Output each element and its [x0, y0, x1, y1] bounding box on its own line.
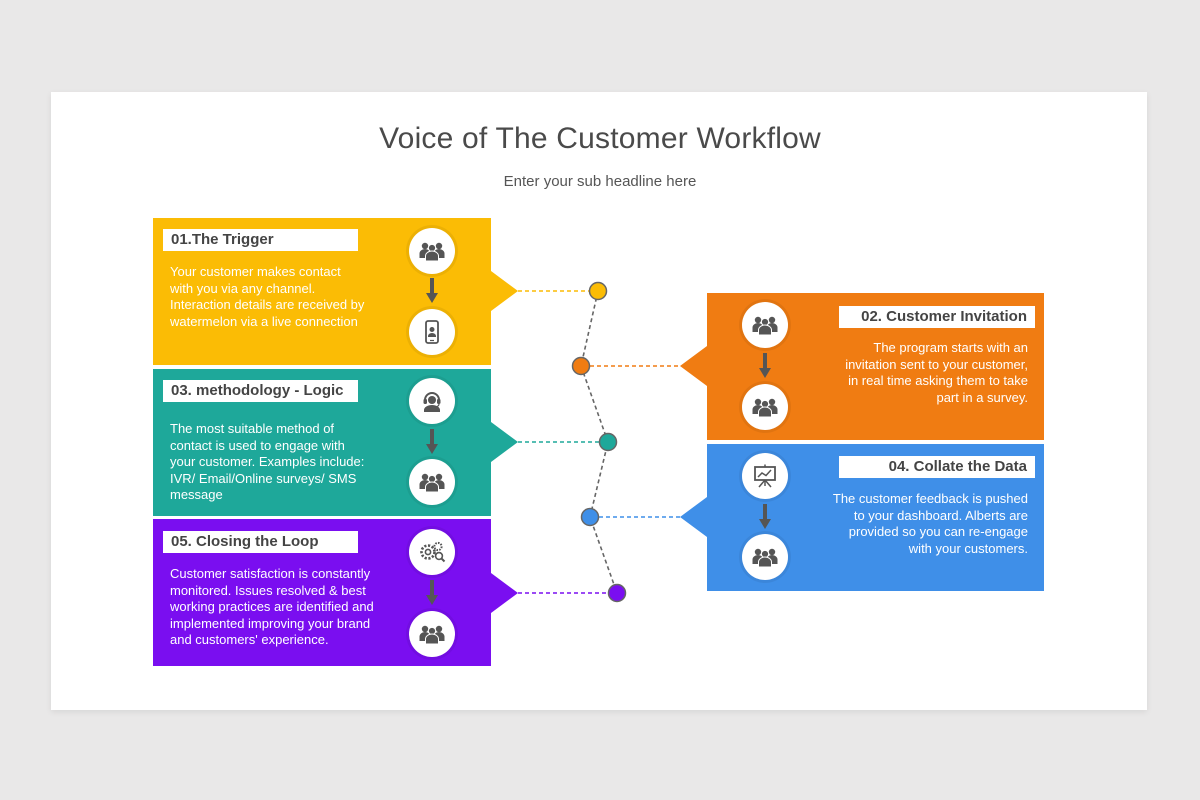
- group-icon: [409, 228, 455, 274]
- step-1-description: Your customer makes contact with you via…: [170, 264, 390, 330]
- step-4-collate-data-block: 04. Collate the Data The customer feedba…: [680, 444, 1045, 591]
- step-1-line-4: watermelon via a live connection: [170, 313, 358, 329]
- arrow-down-icon: [759, 353, 771, 378]
- step-2-line-3: in real time asking them to take: [848, 373, 1028, 388]
- step-2-line-2: invitation sent to your customer,: [845, 356, 1028, 372]
- step-3-logic-block: 03. methodology - Logic The most suitabl…: [153, 369, 533, 516]
- step-5-line-5: and customers' experience.: [170, 632, 329, 647]
- step-4-line-1: The customer feedback is pushed: [832, 491, 1028, 506]
- step-4-description: The customer feedback is pushed to your …: [800, 491, 1028, 557]
- arrow-down-icon: [426, 429, 438, 454]
- step-4-line-3: provided so you can re-engage: [848, 524, 1028, 539]
- step-3-description: The most suitable method of contact is u…: [170, 421, 395, 504]
- group-icon: [742, 302, 788, 348]
- node-step-1: [588, 281, 608, 301]
- page-title: Voice of The Customer Workflow: [379, 122, 821, 155]
- arrow-down-icon: [759, 504, 771, 529]
- step-3-line-5: message: [170, 487, 223, 502]
- arrow-down-icon: [426, 580, 438, 605]
- step-1-trigger-block: 01.The Trigger Your customer makes conta…: [153, 218, 533, 365]
- node-step-3: [598, 432, 618, 452]
- step-2-label: 02. Customer Invitation: [839, 306, 1035, 328]
- step-4-line-4: with your customers.: [908, 540, 1028, 556]
- step-3-line-1: The most suitable method of: [170, 421, 335, 436]
- step-4-label: 04. Collate the Data: [839, 456, 1035, 478]
- page-subtitle: Enter your sub headline here: [503, 173, 697, 190]
- arrow-down-icon: [426, 278, 438, 303]
- group-icon: [409, 459, 455, 505]
- step-1-label: 01.The Trigger: [163, 229, 358, 251]
- node-step-4: [580, 507, 600, 527]
- group-icon: [742, 534, 788, 580]
- step-3-line-4: IVR/ Email/Online surveys/ SMS: [170, 470, 357, 486]
- mobile-user-icon: [409, 309, 455, 355]
- step-5-line-1: Customer satisfaction is constantly: [170, 566, 371, 581]
- step-3-line-3: your customer. Examples include:: [170, 454, 365, 469]
- step-5-closing-loop-block: 05. Closing the Loop Customer satisfacti…: [153, 519, 533, 666]
- gears-search-icon: [409, 529, 455, 575]
- headset-agent-icon: [409, 378, 455, 424]
- group-icon: [742, 384, 788, 430]
- step-5-line-4: implemented improving your brand: [170, 615, 371, 631]
- step-1-line-1: Your customer makes contact: [170, 264, 341, 279]
- step-5-line-3: working practices are identified and: [170, 599, 374, 614]
- step-5-description: Customer satisfaction is constantly moni…: [170, 566, 400, 649]
- node-step-5: [607, 583, 627, 603]
- step-3-line-2: contact is used to engage with: [170, 437, 345, 453]
- step-2-description: The program starts with an invitation se…: [800, 340, 1028, 406]
- step-3-label: 03. methodology - Logic: [163, 380, 358, 402]
- step-4-line-2: to your dashboard. Alberts are: [853, 507, 1028, 523]
- step-5-line-2: monitored. Issues resolved & best: [170, 582, 366, 598]
- step-2-invitation-block: 02. Customer Invitation The program star…: [680, 293, 1045, 440]
- group-icon: [409, 611, 455, 657]
- step-1-line-2: with you via any channel.: [170, 280, 316, 296]
- step-5-label: 05. Closing the Loop: [163, 531, 358, 553]
- step-2-line-1: The program starts with an: [873, 340, 1028, 355]
- step-1-line-3: Interaction details are received by: [170, 297, 365, 312]
- step-2-line-4: part in a survey.: [936, 389, 1028, 405]
- node-step-2: [571, 356, 591, 376]
- presentation-chart-icon: [742, 453, 788, 499]
